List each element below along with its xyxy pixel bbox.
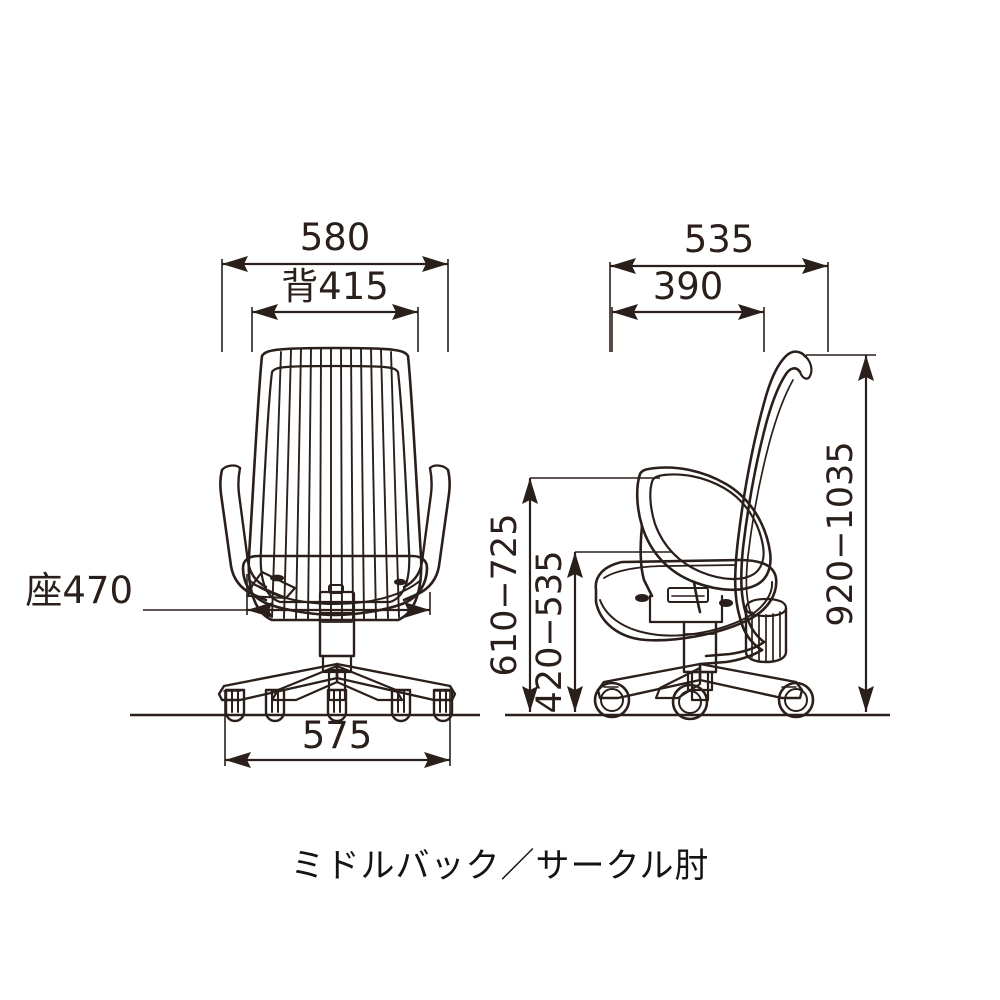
- front-mesh-lines: [271, 347, 400, 620]
- dimension-side-seat-depth: 390: [612, 265, 764, 320]
- dimension-side-overall-height: 920−1035: [821, 355, 874, 712]
- side-casters: [593, 681, 815, 721]
- dim-label-side-seat-depth: 390: [653, 265, 724, 308]
- dim-label-side-overall-height: 920−1035: [821, 441, 861, 626]
- figure-caption-text: ミドルバック／サークル肘: [290, 846, 710, 886]
- front-extension-lines: [143, 259, 451, 766]
- dim-label-side-overall-depth: 535: [684, 218, 755, 261]
- front-chair-body: [217, 346, 457, 723]
- dimension-side-back-height: 610−725: [485, 478, 538, 712]
- dim-label-front-seat-height: 座470: [25, 569, 133, 612]
- dimension-side-overall-depth: 535: [610, 218, 828, 274]
- dim-label-front-back-width: 背415: [281, 265, 389, 308]
- figure-caption: ミドルバック／サークル肘: [0, 838, 1000, 887]
- front-view: 580 背415 座470 575: [25, 216, 480, 768]
- dim-label-side-seat-height-range: 420−535: [530, 551, 570, 714]
- side-view: 535 390 610−725 420−535: [485, 218, 890, 721]
- dim-label-side-back-height: 610−725: [485, 514, 525, 677]
- dimension-front-back-width: 背415: [252, 265, 418, 320]
- dimension-front-overall-width: 580: [222, 216, 448, 272]
- dim-label-front-overall-width: 580: [300, 216, 371, 259]
- dimension-side-seat-height-range: 420−535: [530, 551, 583, 714]
- side-chair-body: [593, 350, 815, 721]
